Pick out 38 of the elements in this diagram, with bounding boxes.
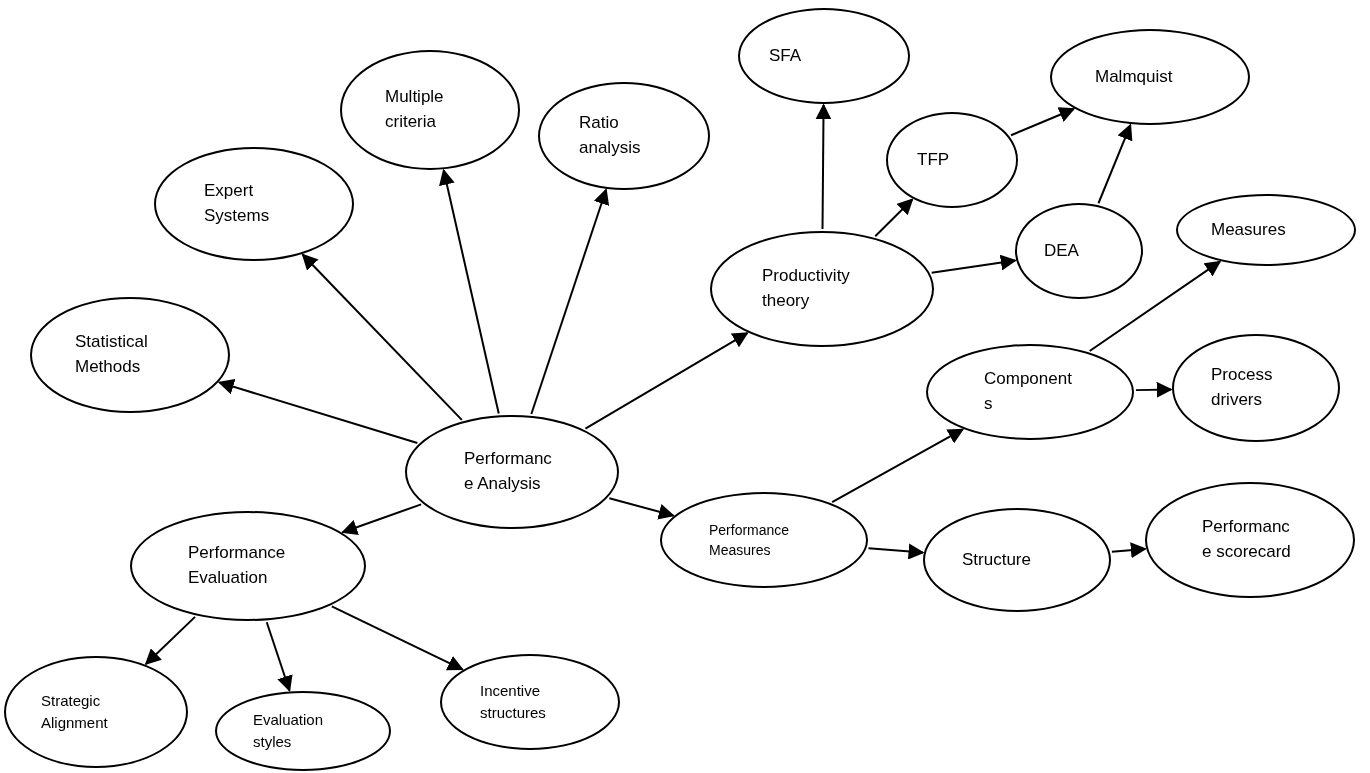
node-label: Strategic Alignment	[41, 691, 109, 733]
node-label: Statistical Methods	[75, 331, 149, 378]
arrow	[1010, 107, 1076, 137]
node-label: Process drivers	[1211, 364, 1274, 411]
node-label: Malmquist	[1095, 65, 1174, 88]
arrow	[1097, 123, 1133, 205]
arrow	[144, 615, 197, 666]
node-label: Expert Systems	[204, 180, 271, 227]
arrow	[530, 188, 610, 415]
node-label: Component s	[984, 368, 1073, 415]
node-label: Performance Measures	[709, 520, 791, 560]
arrow	[815, 103, 832, 230]
arrow	[301, 253, 463, 421]
node-label: TFP	[917, 148, 951, 171]
node-label: Structure	[962, 548, 1032, 571]
arrow	[265, 621, 293, 692]
node-label: Ratio analysis	[579, 112, 642, 159]
node-label: SFA	[769, 44, 803, 67]
arrow	[831, 428, 965, 504]
node-label: Performance Evaluation	[188, 542, 287, 589]
arrow	[874, 198, 914, 238]
node-label: Performanc e scorecard	[1202, 516, 1292, 563]
arrow	[1134, 381, 1173, 398]
arrow	[584, 332, 749, 430]
node-label: Incentive structures	[480, 681, 547, 723]
arrow	[930, 254, 1017, 274]
arrow	[341, 503, 423, 535]
node-label: Measures	[1211, 218, 1287, 241]
arrow	[867, 543, 925, 560]
node-label: Evaluation styles	[253, 710, 325, 752]
node-label: DEA	[1044, 239, 1080, 262]
node-label: Productivity theory	[762, 265, 851, 312]
node-label: Performanc e Analysis	[464, 448, 553, 495]
node-label: Multiple criteria	[385, 86, 445, 133]
arrow	[1088, 260, 1222, 353]
arrow	[1110, 542, 1147, 559]
arrow	[217, 378, 419, 444]
arrow	[439, 168, 500, 415]
